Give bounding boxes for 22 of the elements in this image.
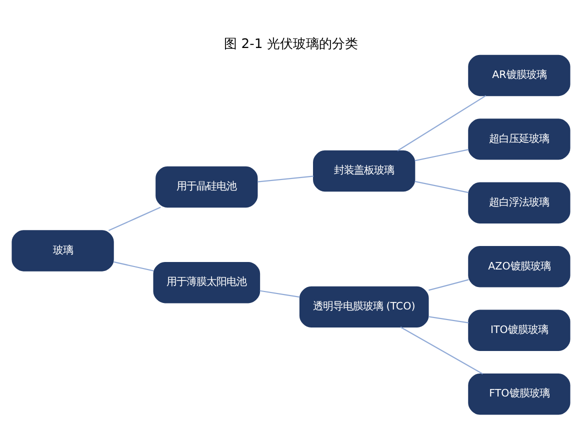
diagram-title: 图 2-1 光伏玻璃的分类 [224, 36, 358, 52]
node-box: ITO镀膜玻璃 [468, 309, 570, 350]
node-box: 超白浮法玻璃 [468, 182, 570, 224]
node-box: AR镀膜玻璃 [468, 54, 570, 96]
node-box: 用于晶硅电池 [156, 166, 258, 208]
connector [397, 94, 486, 151]
connector [400, 326, 483, 374]
node-box: 透明导电膜玻璃 (TCO) [299, 286, 429, 328]
node-box: 超白压延玻璃 [468, 118, 570, 160]
connector [428, 316, 469, 323]
node-box: 用于薄膜太阳电池 [153, 261, 260, 303]
connector [260, 290, 300, 298]
connector [114, 260, 154, 271]
connector [108, 206, 161, 231]
connector [414, 180, 469, 193]
node-box: 封装盖板玻璃 [313, 150, 416, 192]
connector [414, 148, 469, 161]
node-box: FTO镀膜玻璃 [468, 372, 570, 414]
connector [428, 278, 469, 290]
connector [258, 175, 314, 182]
node-box: AZO镀膜玻璃 [468, 246, 570, 287]
node-box: 玻璃 [12, 230, 114, 271]
